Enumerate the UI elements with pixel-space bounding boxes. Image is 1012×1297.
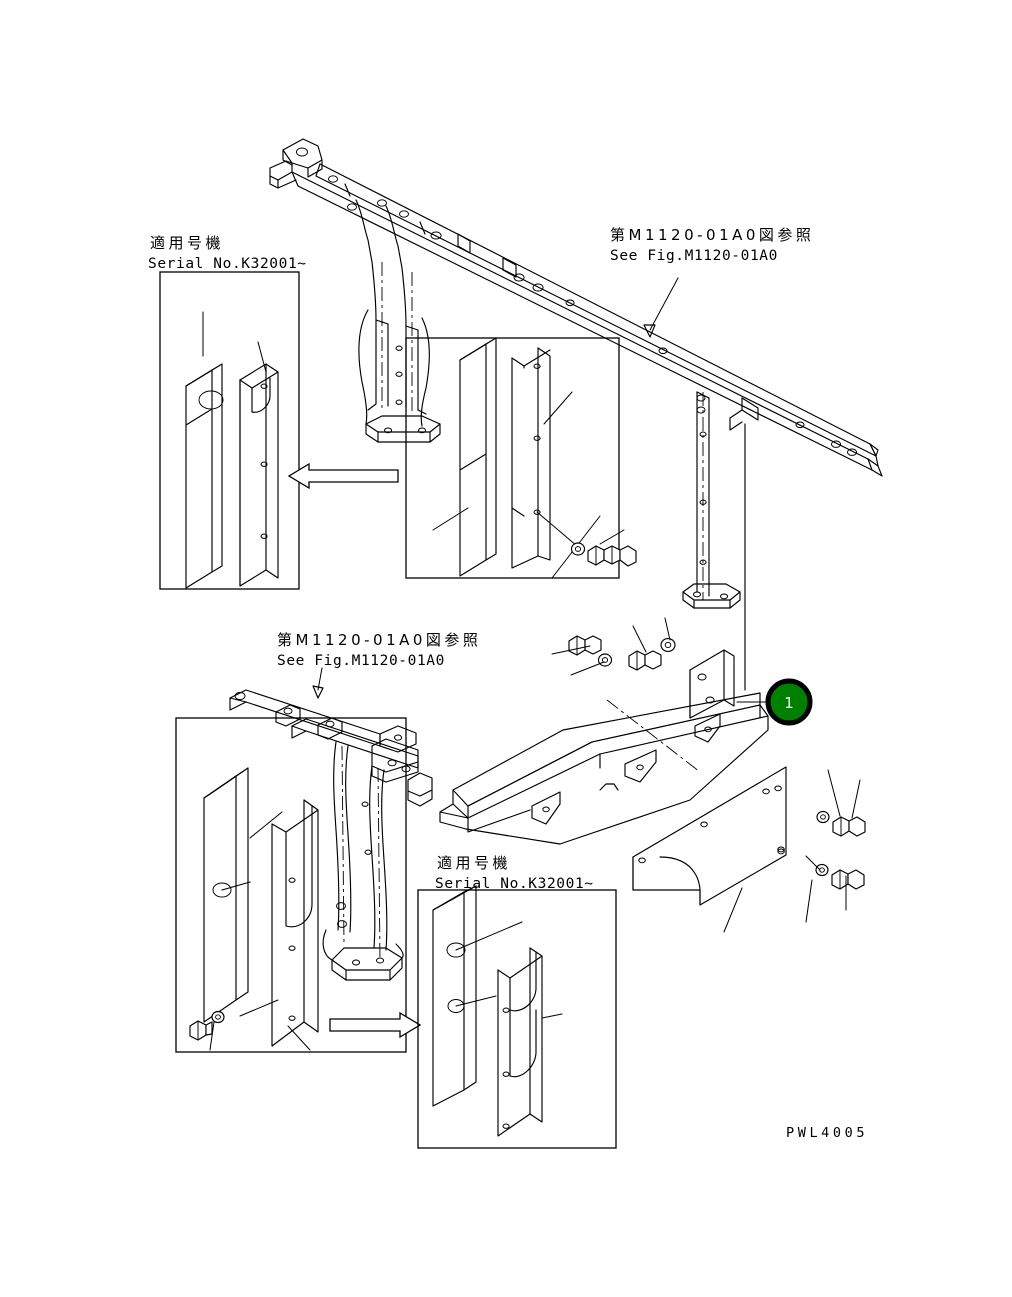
washer: [211, 1010, 225, 1024]
hex-bolt: [628, 650, 662, 671]
inset-lower-right: [417, 885, 617, 1149]
callout-badge-1[interactable]: 1: [765, 678, 813, 726]
side-guard-panel: [632, 766, 866, 933]
hex-bolt: [189, 1020, 213, 1041]
hex-bolt: [831, 869, 865, 890]
inset-lower-left: [175, 717, 407, 1053]
callout-number: 1: [784, 694, 794, 712]
hex-bolt: [568, 635, 602, 656]
drawing-number: PWL4005: [786, 1125, 868, 1141]
hex-bolt: [832, 816, 866, 837]
serial-label-lower-jp: 適用号機: [437, 854, 511, 872]
callout-ring: [765, 678, 813, 726]
hex-bolt: [587, 545, 637, 567]
note-lower-latin: See Fig.M1120-01A0: [277, 653, 445, 669]
washer: [597, 653, 613, 667]
washer: [660, 638, 676, 652]
lower-rail-assembly: [229, 667, 433, 981]
arrow-lower: [329, 1011, 422, 1039]
arrow-upper: [287, 462, 399, 490]
washer: [570, 542, 586, 556]
note-upper-jp: 第M1120-01A0図参照: [610, 226, 814, 244]
inset-upper-mid: [405, 337, 637, 579]
note-lower-jp: 第M1120-01A0図参照: [277, 631, 481, 649]
washer: [816, 810, 830, 824]
washer: [815, 863, 829, 877]
main-channel-bracket: [439, 617, 769, 845]
serial-label-lower-latin: Serial No.K32001~: [435, 876, 594, 892]
note-upper-leader: [643, 277, 679, 338]
upper-rail-assembly: [269, 138, 883, 691]
inset-upper-left: [159, 271, 300, 590]
serial-label-upper-latin: Serial No.K32001~: [148, 256, 307, 272]
serial-label-upper-jp: 適用号機: [150, 234, 224, 252]
note-upper-latin: See Fig.M1120-01A0: [610, 248, 778, 264]
